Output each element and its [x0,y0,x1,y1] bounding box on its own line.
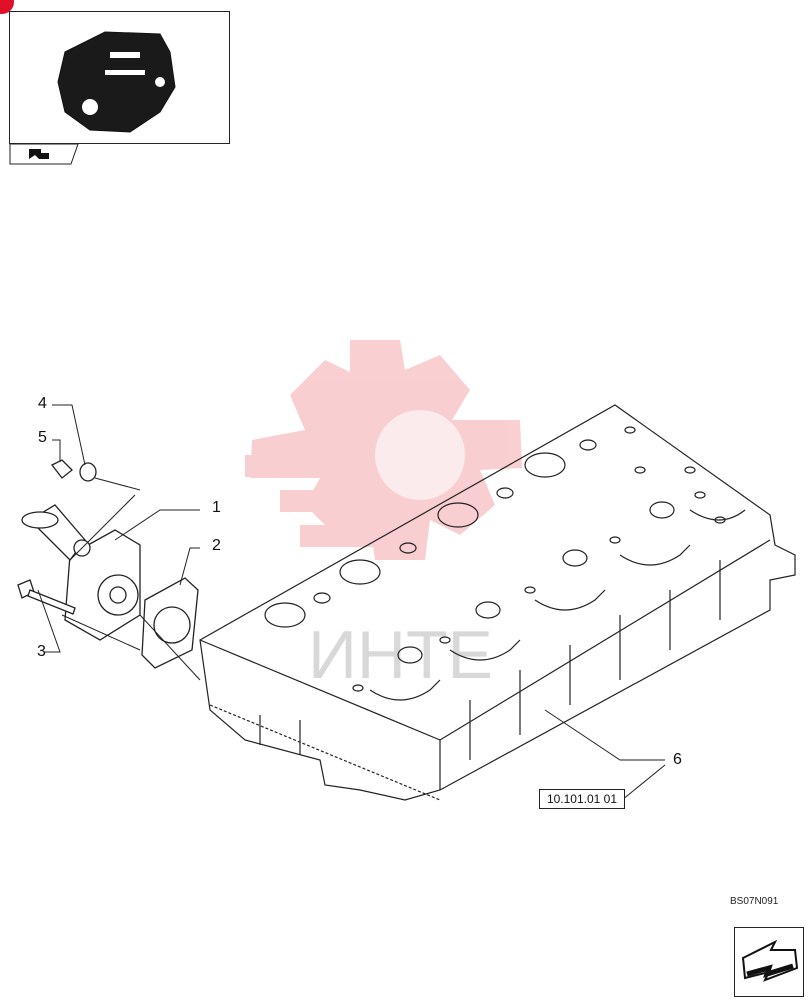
reference-box[interactable]: 10.101.01 01 [539,789,625,809]
cylinder-head [199,404,796,801]
callout-4: 4 [38,395,47,412]
callout-1: 1 [212,499,221,516]
leader-lines [37,404,666,801]
diagram-code: BS07N091 [730,896,779,907]
callout-5: 5 [38,429,47,446]
gasket [141,577,199,669]
next-page-arrow-icon [741,939,799,982]
callout-6: 6 [673,751,682,768]
callout-2: 2 [212,537,221,554]
plug-and-seal [51,459,97,482]
thumbnail-tab[interactable] [9,143,79,165]
watermark-logo [245,340,522,560]
engine-thumbnail-icon [57,31,176,133]
book-arrow-icon [29,149,49,159]
callout-3: 3 [37,643,46,660]
watermark-text: ИНТЕ [308,617,493,693]
thermostat-housing [21,504,141,641]
engine-thumbnail[interactable] [9,11,230,144]
next-page-button[interactable] [734,927,804,997]
